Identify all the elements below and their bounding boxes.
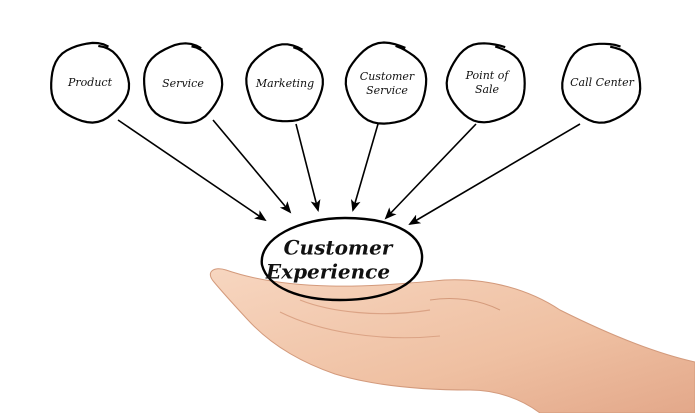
node-label-customer-service-line-2: Service	[366, 84, 408, 97]
node-label-service-line-1: Service	[162, 77, 204, 90]
center-label-line-2: Experience	[265, 260, 390, 284]
arrows-layer	[117, 119, 581, 226]
node-circle-product	[50, 41, 131, 124]
hand-illustration	[209, 268, 695, 413]
node-service: Service	[142, 42, 224, 125]
node-circle-customer-service	[344, 41, 428, 125]
center-node: Customer Experience	[260, 216, 424, 302]
node-product: Product	[50, 41, 131, 124]
node-label-point-of-sale-line-1: Point of	[465, 69, 511, 82]
node-circle-service	[142, 42, 224, 125]
node-label-call-center-line-1: Call Center	[570, 76, 634, 89]
arrow-product	[117, 119, 267, 222]
node-circle-point-of-sale	[445, 42, 526, 124]
arrow-customer-service	[350, 123, 379, 212]
node-circle-call-center	[561, 42, 642, 124]
center-label-line-1: Customer	[284, 236, 394, 260]
node-call-center: Call Center	[561, 42, 642, 124]
arrow-marketing	[295, 123, 321, 212]
node-label-marketing-line-1: Marketing	[255, 77, 314, 90]
arrow-service	[212, 119, 292, 214]
center-node-circle	[260, 216, 424, 302]
node-marketing: Marketing	[245, 43, 324, 123]
arrow-point-of-sale	[384, 123, 477, 220]
arrow-call-center	[408, 123, 581, 226]
node-label-customer-service-line-1: Customer	[360, 70, 415, 83]
node-label-point-of-sale-line-2: Sale	[475, 83, 500, 96]
node-label-product-line-1: Product	[67, 76, 113, 89]
node-circle-marketing	[245, 43, 324, 123]
